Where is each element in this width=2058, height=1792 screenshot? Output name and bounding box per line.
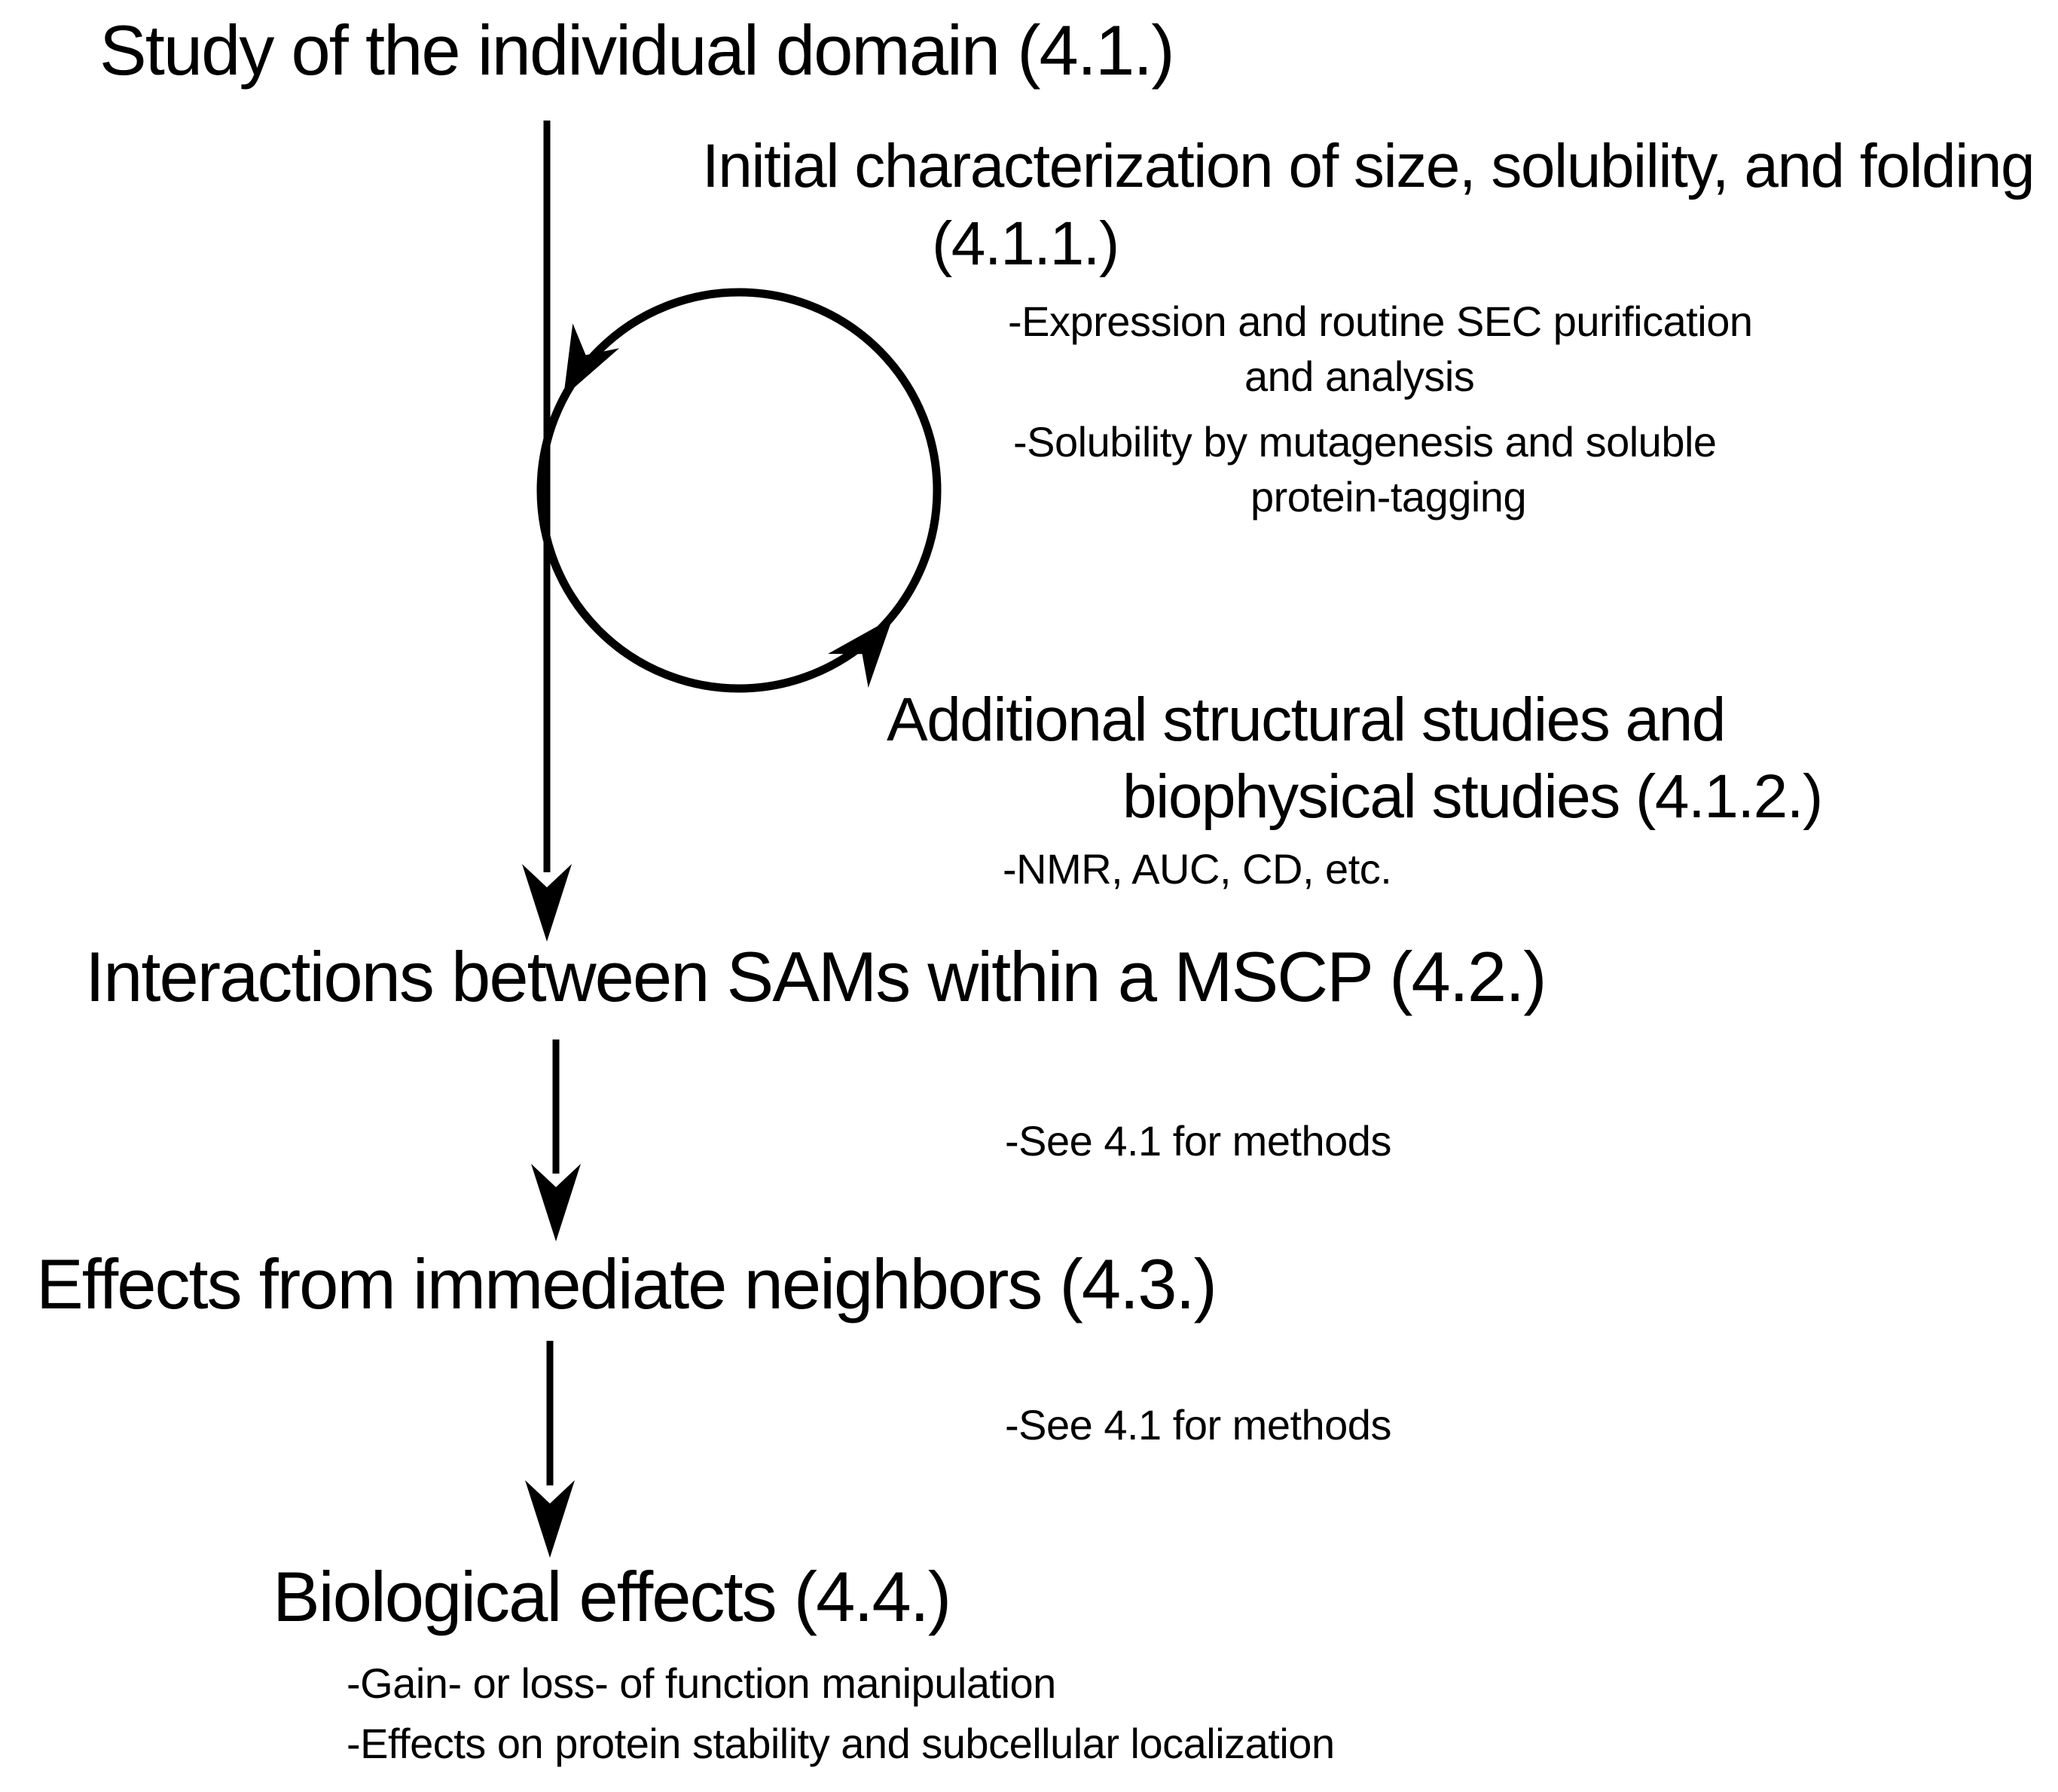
flow-arrow-1-arrowhead bbox=[522, 864, 572, 942]
cycle-arrowhead-upper-left bbox=[563, 323, 620, 397]
note-see-4-1-methods-2: -See 4.1 for methods bbox=[1005, 1401, 1391, 1449]
subheading-4-1-2-line2: biophysical studies (4.1.2.) bbox=[1122, 762, 1823, 831]
step-title-4-3: Effects from immediate neighbors (4.3.) bbox=[36, 1244, 1217, 1323]
step-title-4-2: Interactions between SAMs within a MSCP … bbox=[85, 937, 1547, 1016]
flow-arrow-3-arrowhead bbox=[525, 1480, 575, 1558]
flow-arrow-2-arrowhead bbox=[531, 1164, 581, 1241]
subheading-4-1-1-line2: (4.1.1.) bbox=[932, 209, 1119, 278]
note-see-4-1-methods-1: -See 4.1 for methods bbox=[1005, 1117, 1391, 1165]
bullet-solubility-line2: protein-tagging bbox=[1250, 473, 1527, 521]
bullet-gain-loss-function: -Gain- or loss- of function manipulation bbox=[347, 1659, 1056, 1707]
cycle-arrowhead-lower-right bbox=[828, 618, 893, 688]
bullet-nmr-auc-cd: -NMR, AUC, CD, etc. bbox=[1003, 845, 1392, 893]
subheading-4-1-2-line1: Additional structural studies and bbox=[887, 685, 1726, 754]
iteration-cycle-circle bbox=[536, 288, 942, 693]
bullet-expression-line2: and analysis bbox=[1244, 353, 1475, 400]
step-title-4-4: Biological effects (4.4.) bbox=[273, 1557, 951, 1636]
step-title-4-1: Study of the individual domain (4.1.) bbox=[99, 11, 1175, 90]
bullet-expression-line1: -Expression and routine SEC purification bbox=[1008, 298, 1753, 345]
subheading-4-1-1-line1: Initial characterization of size, solubi… bbox=[702, 132, 2035, 200]
bullet-protein-stability: -Effects on protein stability and subcel… bbox=[347, 1720, 1335, 1767]
bullet-solubility-line1: -Solubility by mutagenesis and soluble bbox=[1013, 418, 1717, 466]
